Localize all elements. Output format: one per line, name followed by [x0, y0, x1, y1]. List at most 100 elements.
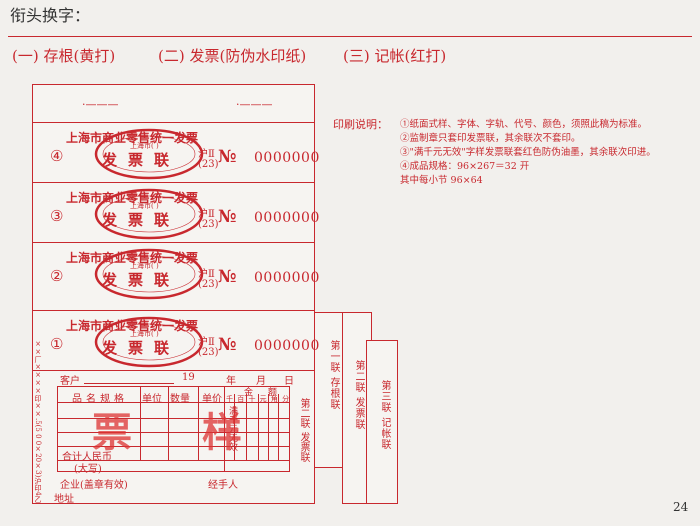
year-prefix: 19 — [182, 372, 195, 383]
sample-stamp-yang: 样 — [202, 409, 242, 456]
page-number: 24 — [673, 500, 689, 514]
printing-notes-label: 印刷说明： — [333, 118, 388, 131]
year-label: 年 — [226, 376, 236, 387]
handler-label: 经手人 — [208, 480, 238, 491]
table-row-rule — [57, 446, 290, 447]
stamp-void-over-thousand: 满千元无效 — [227, 406, 237, 451]
table-col-rule — [268, 394, 269, 460]
stub-second-label: 第二联 发票联 — [353, 360, 364, 431]
customer-line — [84, 383, 174, 384]
coupon-number: ③ — [50, 207, 64, 225]
printing-note-2: ②监制章只套印发票联，其余联次不套印。 — [400, 133, 581, 144]
supervision-seal-icon — [94, 128, 204, 180]
header-title: 衔头换字： — [10, 6, 91, 25]
coupon-fapiao-label: 发票联 — [102, 339, 181, 357]
coupon-1: 上海市商业零售统一发票 ① 上海市( ) 发票联 沪Ⅱ (23) № 00000… — [32, 310, 319, 368]
coupon-fapiao-label: 发票联 — [102, 211, 181, 229]
coupon-code: (23) — [198, 279, 219, 290]
printing-note-1: ①纸面式样、字体、字轨、代号、颜色，须照此稿为标准。 — [400, 119, 648, 130]
stub-first-label: 第一联 存根联 — [328, 340, 339, 411]
col-amount-subheader: 千 百 十 元 角 分 — [226, 395, 291, 403]
coupon-4: 上海市商业零售统一发票 ④ 上海市( ) 发票联 沪Ⅱ (23) № 00000… — [32, 122, 319, 180]
coupon-title: 上海市商业零售统一发票 — [66, 131, 199, 145]
printing-note-4: ④成品规格：96×267＝32 开 — [400, 161, 530, 172]
coupon-code: (23) — [198, 159, 219, 170]
coupon-fapiao-label: 发票联 — [102, 271, 181, 289]
table-col-rule — [224, 386, 225, 472]
coupon-3: 上海市商业零售统一发票 ③ 上海市( ) 发票联 沪Ⅱ (23) № 00000… — [32, 182, 319, 240]
header-rule — [8, 36, 692, 37]
col-qty-header: 数量 — [170, 394, 190, 405]
table-header-rule — [57, 402, 290, 403]
total-label: 合计人民币 — [62, 452, 112, 463]
coupon-serial: 0000000 — [254, 150, 320, 166]
coupon-code: (23) — [198, 219, 219, 230]
col-amount-header-top: 金 — [244, 388, 254, 398]
col-unit-header: 单位 — [142, 394, 162, 405]
coupon-title: 上海市商业零售统一发票 — [66, 251, 199, 265]
coupon-serial: 0000000 — [254, 270, 320, 286]
total-caps-label: (大写) — [74, 464, 102, 475]
coupon-sub: 上海市( ) — [130, 330, 159, 338]
dash-mark-left: ·——— — [82, 98, 119, 111]
table-row-rule — [57, 432, 290, 433]
dash-mark-right: ·——— — [236, 98, 273, 111]
coupon-fapiao-label: 发票联 — [102, 151, 181, 169]
coupon-number: ④ — [50, 147, 64, 165]
day-label: 日 — [284, 376, 294, 387]
supervision-seal-icon — [94, 316, 204, 368]
coupon-no-sign: № — [218, 267, 237, 287]
part-title-stub: (一) 存根(黄打) — [12, 47, 116, 65]
month-label: 月 — [256, 376, 266, 387]
part-title-invoice: (二) 发票(防伪水印纸) — [158, 47, 307, 65]
coupon-hu: 沪Ⅱ — [198, 149, 215, 160]
coupon-title: 上海市商业零售统一发票 — [66, 319, 199, 333]
supervision-seal-icon — [94, 188, 204, 240]
invoice-form: 客户 19 年 月 日 品名规格 单位 数量 单价 金 额 千 百 十 元 角 … — [32, 370, 315, 505]
coupon-number: ① — [50, 335, 64, 353]
invoice-copy-label: 发票联 — [298, 432, 309, 462]
table-col-rule — [258, 394, 259, 460]
coupon-title: 上海市商业零售统一发票 — [66, 191, 199, 205]
printing-note-3: ③"满千元无效"字样发票联套红色防伪油墨，其余联次印进。 — [400, 147, 656, 158]
company-label: 企业(盖章有效) — [60, 480, 128, 491]
coupon-no-sign: № — [218, 147, 237, 167]
table-row-rule — [57, 418, 290, 419]
item-table — [57, 386, 290, 472]
address-label: 地址 — [54, 494, 74, 505]
sample-stamp-piao: 票 — [92, 409, 132, 456]
part-title-ledger: (三) 记帐(红打) — [343, 47, 447, 65]
coupon-sub: 上海市( ) — [130, 202, 159, 210]
coupon-serial: 0000000 — [254, 210, 320, 226]
form-rule-top — [32, 370, 315, 371]
table-col-rule — [234, 394, 235, 460]
table-col-rule — [246, 394, 247, 460]
coupon-code: (23) — [198, 347, 219, 358]
invoice-sheet — [32, 84, 315, 504]
col-amount-header-bot: 额 — [268, 388, 278, 398]
coupon-sub: 上海市( ) — [130, 262, 159, 270]
stub-third-label: 第三联 记帐联 — [379, 380, 390, 451]
printing-note-5: 其中每小节 96×64 — [400, 175, 483, 186]
coupon-number: ② — [50, 267, 64, 285]
col-price-header: 单价 — [202, 394, 222, 405]
col-name-header: 品名规格 — [72, 394, 128, 405]
printer-code-vertical: ××厂××××印××.5(5 0 0×20×3)沪印4乙 — [34, 340, 42, 503]
table-row-rule — [57, 460, 290, 461]
table-col-rule — [198, 386, 199, 460]
coupon-no-sign: № — [218, 207, 237, 227]
coupon-hu: 沪Ⅱ — [198, 337, 215, 348]
supervision-seal-icon — [94, 248, 204, 300]
second-copy-label: 第二联 — [298, 398, 309, 428]
coupon-serial: 0000000 — [254, 338, 320, 354]
customer-label: 客户 — [60, 376, 80, 387]
table-col-rule — [168, 386, 169, 460]
coupon-sub: 上海市( ) — [130, 142, 159, 150]
coupon-hu: 沪Ⅱ — [198, 269, 215, 280]
table-col-rule — [278, 394, 279, 460]
stub-third — [366, 340, 398, 504]
coupon-no-sign: № — [218, 335, 237, 355]
table-col-rule — [140, 386, 141, 460]
coupon-2: 上海市商业零售统一发票 ② 上海市( ) 发票联 沪Ⅱ (23) № 00000… — [32, 242, 319, 300]
coupon-hu: 沪Ⅱ — [198, 209, 215, 220]
